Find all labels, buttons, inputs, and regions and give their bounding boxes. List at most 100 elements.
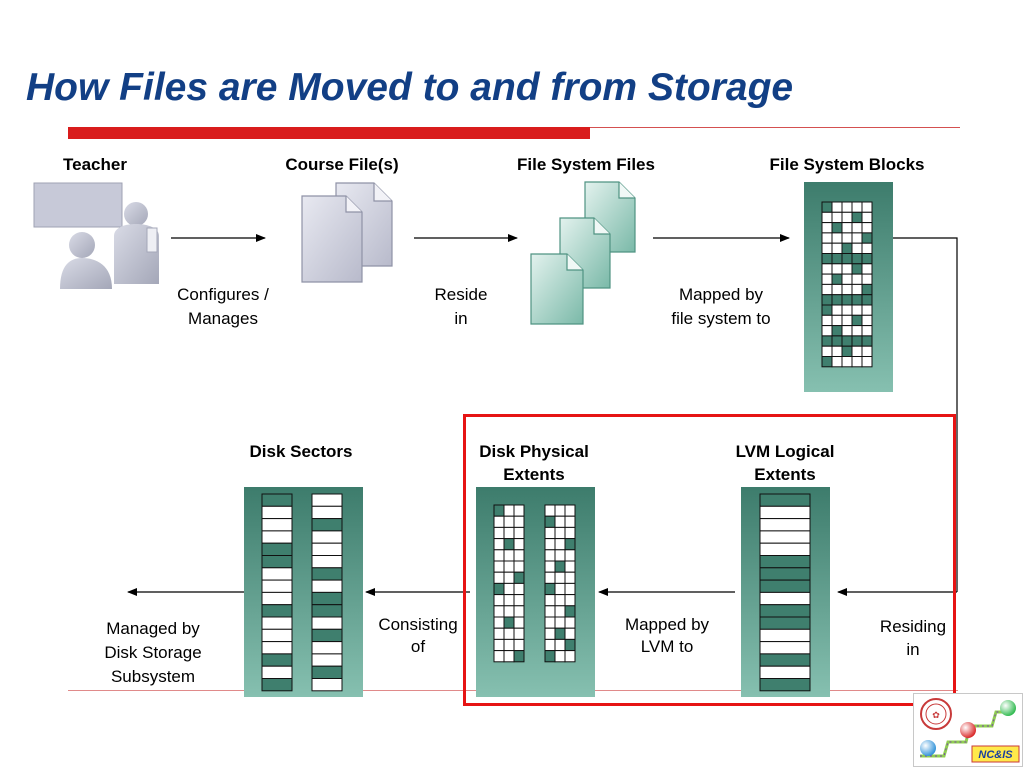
storage-cell [841,263,853,275]
storage-cell [861,325,873,337]
storage-cell [311,653,343,667]
storage-cell [564,650,576,663]
storage-cell [851,222,863,234]
consisting-line1: Consisting [378,615,458,634]
storage-cell [821,294,833,306]
storage-cell [261,518,293,532]
storage-cell [311,505,343,520]
configures-line1: Configures / [177,285,269,304]
storage-cell [831,345,843,357]
ncis-logo: ✿ NC&IS [913,693,1023,767]
storage-cell [841,242,853,255]
disk-sectors-heading: Disk Sectors [249,442,353,461]
storage-cell [841,232,853,244]
disk-sectors-icon [244,487,363,697]
storage-cell [831,211,843,224]
storage-cell [841,273,853,285]
mapped-fs-line1: Mapped by [678,285,764,304]
storage-cell [851,211,863,224]
storage-cell [861,335,873,347]
storage-cell [831,314,843,327]
storage-cell [831,335,843,347]
storage-cell [821,201,833,213]
consisting-label: Consisting of [364,614,472,658]
storage-cell [831,253,843,265]
storage-cell [851,273,863,285]
storage-cell [861,232,873,244]
storage-cell [861,253,873,265]
storage-cell [851,335,863,347]
residing-line1: Residing [879,617,947,636]
storage-cell [861,314,873,327]
teacher-heading: Teacher [63,155,127,174]
storage-cell [311,616,343,630]
lvm-heading: LVM Logical Extents [710,440,860,486]
storage-cell [861,201,873,213]
storage-cell [821,253,833,265]
configures-label: Configures / Manages [156,283,290,331]
fs-blocks-heading: File System Blocks [769,155,925,174]
storage-cell [831,232,843,244]
storage-cell [831,283,843,296]
residing-label: Residing in [866,615,960,661]
storage-cell [851,201,863,213]
mapped-fs-label: Mapped by file system to [648,283,794,331]
configures-line2: Manages [188,309,258,328]
fs-files-heading: File System Files [517,155,655,174]
storage-cell [841,345,853,357]
storage-cell [841,356,853,368]
storage-cell [841,304,853,316]
storage-cell [851,314,863,327]
storage-cell [851,304,863,316]
storage-cell [261,616,293,630]
managed-line1: Managed by [106,619,200,638]
storage-cell [851,253,863,265]
fs-files-icon [530,181,636,325]
storage-cell [821,283,833,296]
storage-cell [851,294,863,306]
ncis-logo-graphic: ✿ NC&IS [920,698,1020,763]
storage-cell [841,222,853,234]
storage-cell [311,665,343,679]
storage-cell [821,222,833,234]
mapped-lvm-label: Mapped by LVM to [604,614,730,658]
storage-cell [821,335,833,347]
storage-cell [821,232,833,244]
storage-cell [821,273,833,285]
storage-cell [831,273,843,285]
storage-cell [261,505,293,520]
storage-cell [311,530,343,544]
storage-cell [831,201,843,213]
storage-cell [261,628,293,643]
storage-cell [821,211,833,224]
fs-blocks-icon [804,182,893,392]
storage-cell [311,641,343,655]
storage-cell [311,628,343,643]
storage-cell [851,263,863,275]
teacher-icon [33,182,159,289]
storage-cell [861,294,873,306]
storage-cell [261,530,293,544]
storage-cell [311,604,343,618]
storage-cell [261,567,293,581]
title-rule [590,127,960,128]
storage-cell [261,604,293,618]
storage-cell [851,356,863,368]
storage-cell [821,356,833,368]
storage-cell [261,678,293,692]
storage-cell [861,345,873,357]
storage-cell [831,222,843,234]
mapped-lvm-line1: Mapped by [624,615,710,634]
storage-cell [861,211,873,224]
storage-cell [311,518,343,532]
storage-cell [861,222,873,234]
managed-line2: Disk Storage [104,643,202,662]
svg-text:✿: ✿ [932,711,940,721]
storage-cell [831,325,843,337]
storage-cell [841,335,853,347]
lvm-logical-extents-icon [741,487,830,697]
lvm-highlight-box [463,414,956,706]
storage-cell [831,242,843,255]
storage-cell [261,493,293,507]
page-title: How Files are Moved to and from Storage [26,66,794,109]
